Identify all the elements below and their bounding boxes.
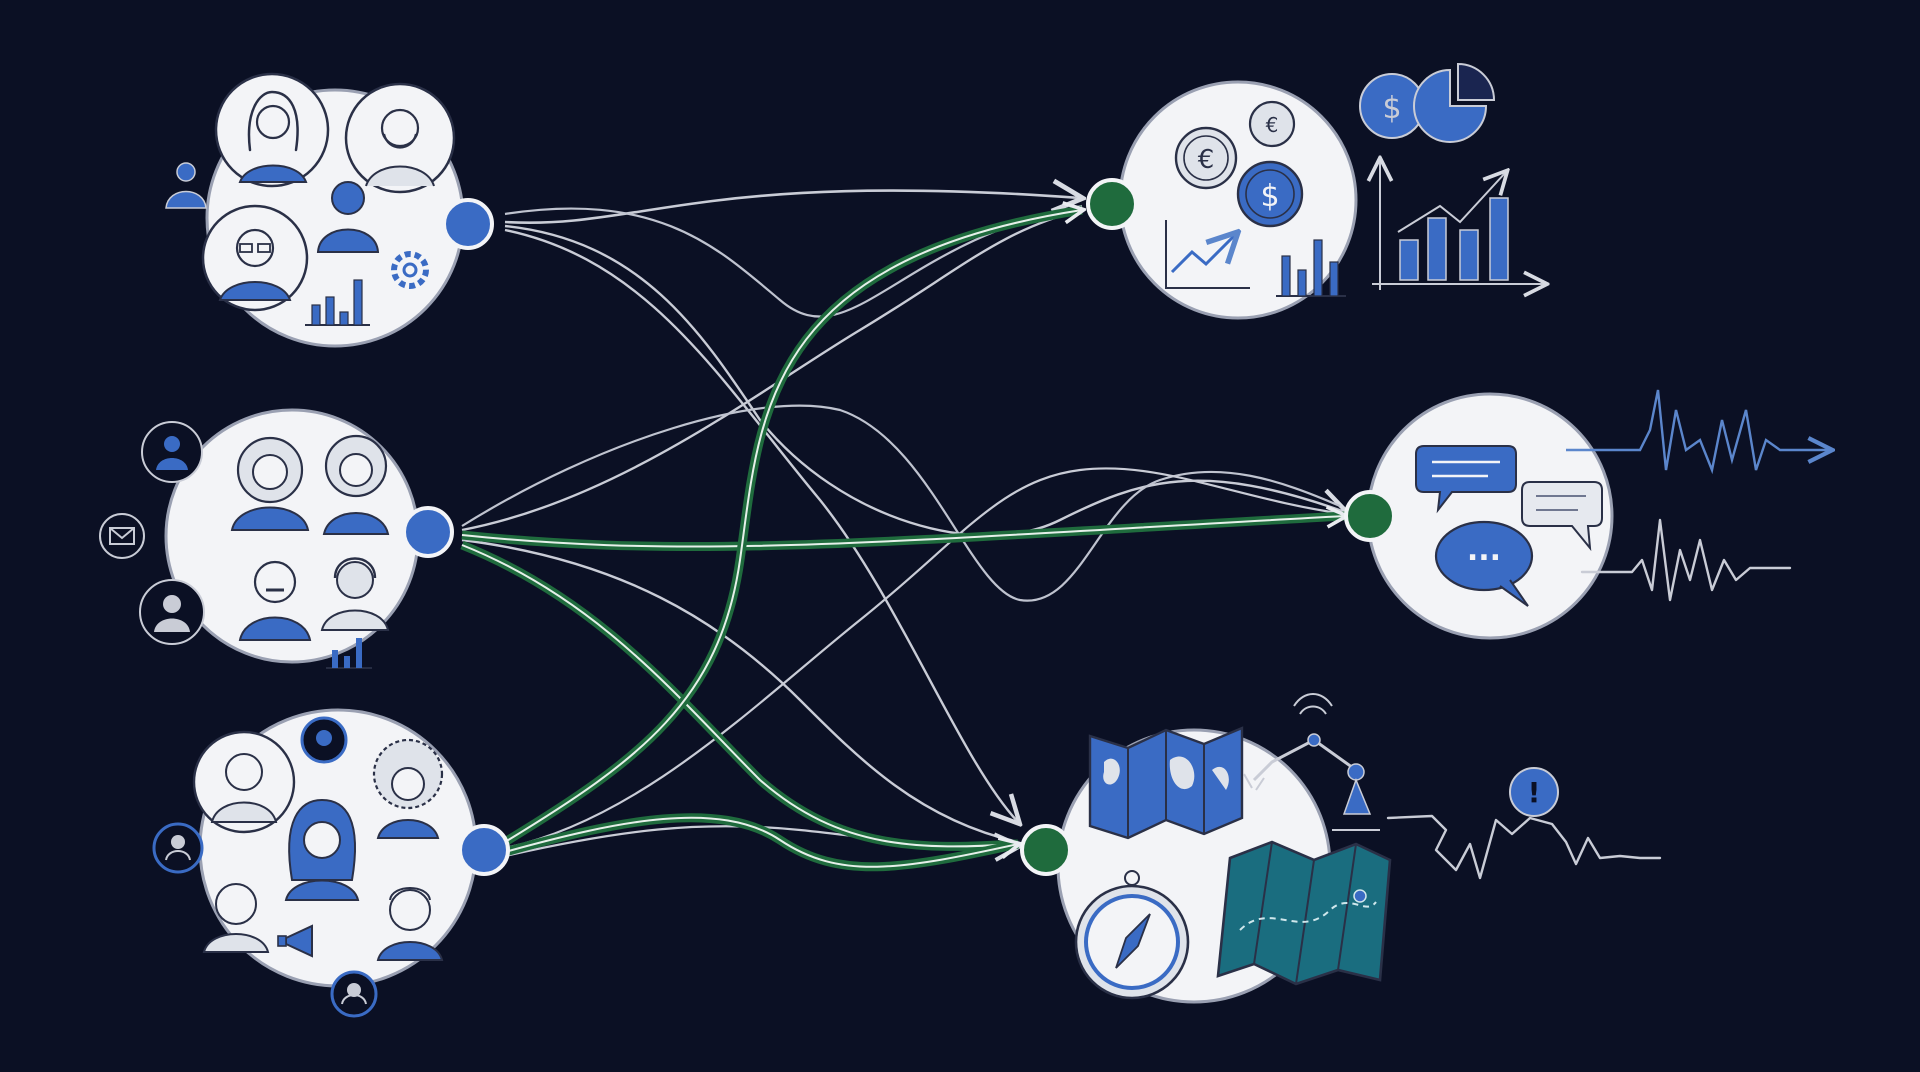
green-link-team-c-to-finance [502, 210, 1082, 846]
link-team-b-to-finance [461, 208, 1083, 532]
avatar-man-mustache-icon [238, 560, 312, 641]
compass-icon [1074, 870, 1190, 1000]
user-outline-icon [165, 162, 207, 209]
green-link-team-c-to-navigation [503, 813, 1018, 872]
person-silhouette-icon [316, 181, 380, 253]
link-layer [460, 190, 1345, 872]
user-badge-icon [152, 822, 204, 874]
target-node-navigation[interactable] [1020, 726, 1392, 1004]
chat-bubble-gray-icon [1521, 481, 1603, 552]
alert-icon: ! [1509, 767, 1559, 817]
waveform-blue-icon [1566, 389, 1830, 475]
avatar-curly-hair-icon [372, 738, 444, 839]
folded-map-icon [1216, 840, 1392, 986]
svg-text:€: € [1266, 113, 1279, 137]
avatar-man-icon [192, 730, 296, 834]
output-port[interactable] [458, 824, 510, 876]
link-team-b-to-navigation [461, 538, 1019, 844]
avatar-woman-blue-icon [284, 798, 360, 901]
avatar-headset-icon [320, 557, 390, 631]
euro-coin-icon: € [1174, 126, 1238, 190]
user-circle-icon [141, 421, 203, 483]
green-link-team-b-to-navigation [460, 540, 1019, 851]
svg-text:€: € [1198, 145, 1215, 175]
euro-coin-small-icon: € [1248, 100, 1296, 148]
avatar-woman-icon [214, 72, 330, 188]
alert-waveform-icon [1386, 814, 1662, 880]
source-node-team-a[interactable] [165, 72, 494, 348]
output-port[interactable] [442, 198, 494, 250]
svg-text:!: ! [1528, 776, 1541, 809]
chat-bubble-lines-icon [1415, 445, 1517, 514]
input-port[interactable] [1086, 178, 1138, 230]
svg-text:...: ... [1467, 533, 1501, 568]
user-circle-gray-icon [139, 579, 205, 645]
avatar-man-beard-icon [344, 82, 456, 194]
user-ring-icon [330, 970, 378, 1018]
output-port[interactable] [402, 506, 454, 558]
source-node-team-b[interactable] [99, 408, 454, 669]
link-team-a-to-communication [504, 224, 1345, 537]
chat-user-icon [300, 716, 348, 764]
link-team-a-to-finance-2 [504, 204, 1083, 318]
pie-chart-icon [1413, 62, 1496, 143]
svg-text:$: $ [1260, 179, 1279, 214]
bar-chart-icon [305, 279, 370, 326]
megaphone-icon [277, 924, 313, 958]
chat-dots-icon: ... [1434, 520, 1534, 607]
target-node-communication[interactable]: ... [1344, 392, 1614, 640]
avatar-man-glasses-icon [201, 204, 309, 312]
link-team-a-to-navigation [504, 228, 1018, 822]
navigation-side-icons: ! [1243, 693, 1662, 880]
target-node-finance[interactable]: € € $ [1086, 80, 1358, 320]
growth-chart-icon [1372, 160, 1545, 290]
trend-line-icon [1165, 220, 1250, 289]
world-map-icon [1088, 726, 1244, 840]
finance-side-icons: $ [1359, 62, 1545, 290]
avatar-woman-2-icon [376, 887, 444, 961]
bar-chart-small-icon [326, 638, 372, 669]
waveform-gray-icon [1580, 518, 1792, 602]
input-port[interactable] [1344, 490, 1396, 542]
dollar-coin-icon: $ [1236, 160, 1304, 228]
avatar-man-2-icon [202, 883, 270, 953]
link-team-b-to-finance-2 [461, 404, 1341, 602]
avatar-woman-bun-icon [322, 434, 390, 535]
gear-icon [391, 251, 429, 289]
bar-chart-finance-icon [1276, 239, 1346, 297]
input-port[interactable] [1020, 824, 1072, 876]
robot-arm-icon [1243, 693, 1380, 831]
link-team-a-to-finance [504, 190, 1080, 224]
mail-icon [99, 513, 145, 559]
signal-waves [1566, 389, 1830, 602]
green-link-team-b-to-communication [461, 516, 1345, 552]
svg-text:$: $ [1382, 91, 1401, 126]
source-node-team-c[interactable] [152, 708, 510, 1018]
avatar-woman-curly-icon [230, 436, 310, 531]
